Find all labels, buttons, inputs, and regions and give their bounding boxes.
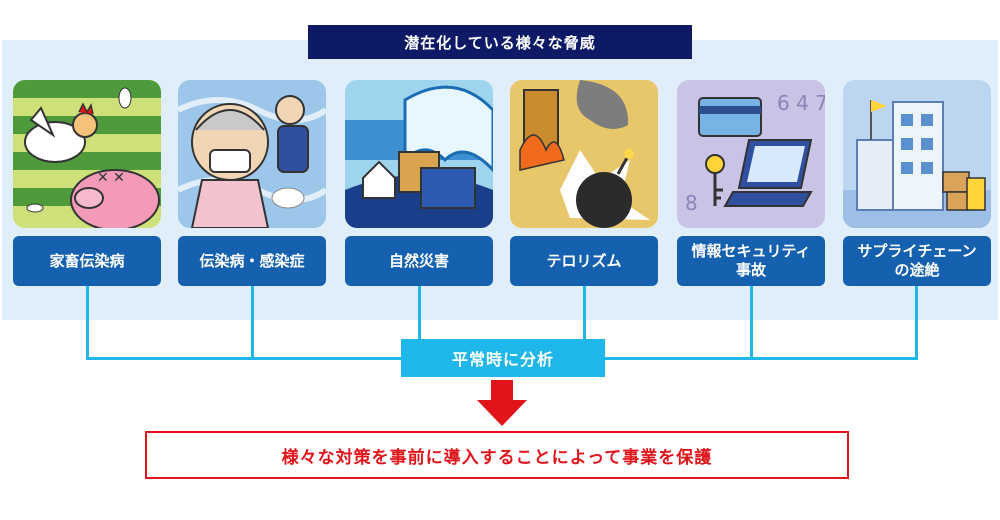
result-box: 様々な対策を事前に導入することによって事業を保護 — [145, 431, 849, 479]
natural-disaster-icon — [345, 80, 493, 228]
connector-line-5 — [750, 286, 753, 360]
threat-label-natural-disaster: 自然災害 — [345, 236, 493, 286]
connector-line-1 — [86, 286, 89, 360]
connector-line-3 — [418, 286, 421, 360]
threat-label-supply-chain: サプライチェーン の途絶 — [843, 236, 991, 286]
svg-text:8: 8 — [685, 191, 698, 215]
threat-label-livestock-disease: 家畜伝染病 — [13, 236, 161, 286]
infectious-disease-icon — [178, 80, 326, 228]
terrorism-icon — [510, 80, 658, 228]
threats-title: 潜在化している様々な脅威 — [308, 25, 692, 59]
analysis-box: 平常時に分析 — [401, 339, 605, 377]
connector-line-2 — [251, 286, 254, 360]
svg-text:6 4 7: 6 4 7 — [777, 91, 825, 115]
supply-chain-icon — [843, 80, 991, 228]
livestock-disease-icon: ✕ ✕ — [13, 80, 161, 228]
information-security-icon: 6 4 7 8 — [677, 80, 825, 228]
down-arrow-icon — [477, 380, 527, 426]
threat-label-information-security: 情報セキュリティ 事故 — [677, 236, 825, 286]
svg-text:✕ ✕: ✕ ✕ — [97, 170, 125, 186]
threats-panel — [2, 40, 998, 320]
threat-label-infectious-disease: 伝染病・感染症 — [178, 236, 326, 286]
connector-line-6 — [915, 286, 918, 360]
connector-line-4 — [583, 286, 586, 360]
threat-label-terrorism: テロリズム — [510, 236, 658, 286]
